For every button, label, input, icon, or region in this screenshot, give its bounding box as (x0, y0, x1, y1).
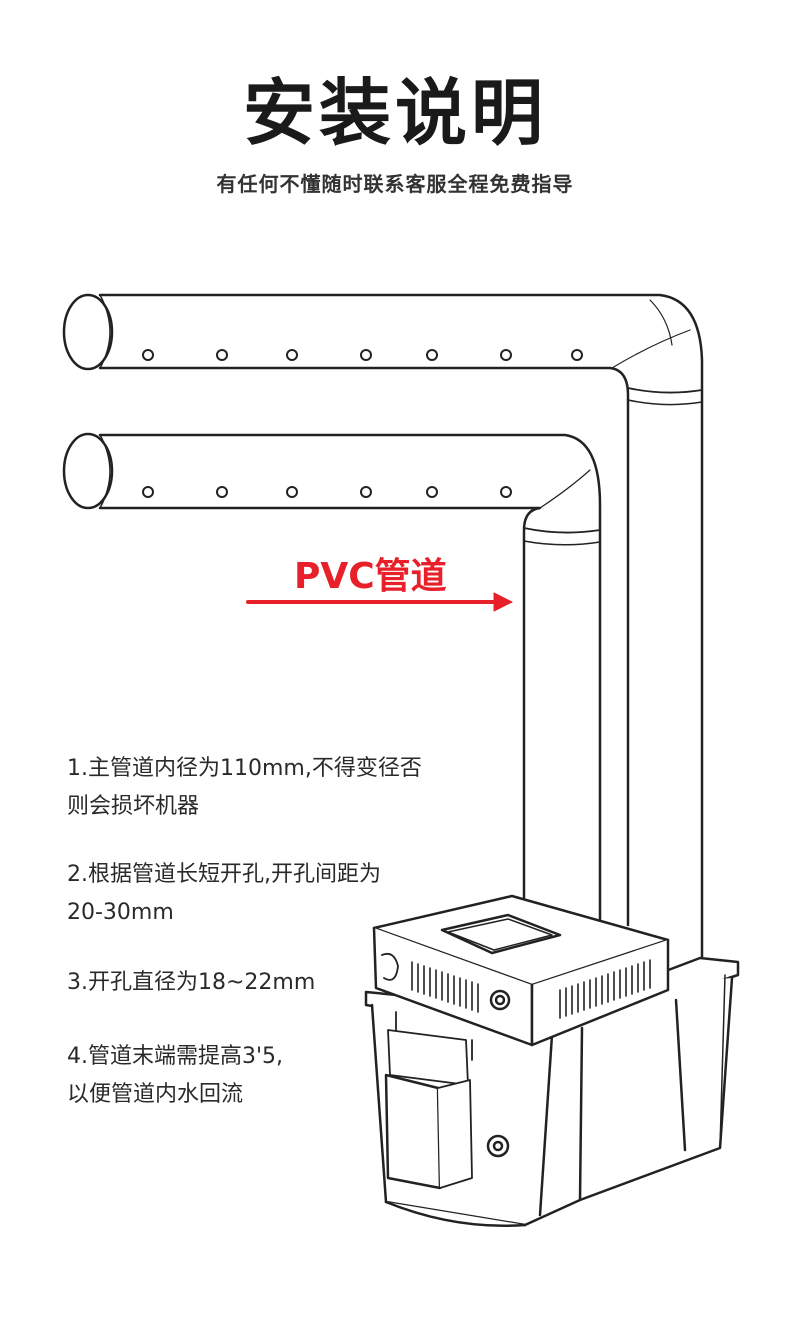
note-1-line-1: 1.主管道内径为110mm,不得变径否 (67, 756, 422, 781)
note-2: 2.根据管道长短开孔,开孔间距为 20-30mm (67, 856, 487, 932)
page-subtitle: 有任何不懂随时联系客服全程免费指导 (216, 172, 574, 196)
lower-pipe (62, 432, 602, 937)
page-title: 安装说明 (242, 71, 547, 155)
control-unit (372, 894, 670, 1047)
note-4-line-2: 以便管道内水回流 (67, 1082, 244, 1107)
pipe-holes (142, 349, 583, 498)
note-4: 4.管道末端需提高3'5, 以便管道内水回流 (67, 1038, 487, 1114)
pvc-arrow (246, 592, 513, 612)
pvc-pipe-label: PVC管道 (294, 556, 447, 597)
note-1-line-2: 则会损坏机器 (67, 794, 200, 819)
note-1: 1.主管道内径为110mm,不得变径否 则会损坏机器 (67, 750, 487, 826)
note-3-line-1: 3.开孔直径为18~22mm (67, 970, 316, 995)
note-2-line-1: 2.根据管道长短开孔,开孔间距为 (67, 862, 381, 887)
note-2-line-2: 20-30mm (67, 900, 174, 925)
note-4-line-1: 4.管道末端需提高3'5, (67, 1044, 284, 1069)
upper-pipe (62, 293, 704, 987)
side-panel (384, 1011, 510, 1190)
note-3: 3.开孔直径为18~22mm (67, 964, 487, 1002)
vent-slats (411, 959, 651, 1019)
